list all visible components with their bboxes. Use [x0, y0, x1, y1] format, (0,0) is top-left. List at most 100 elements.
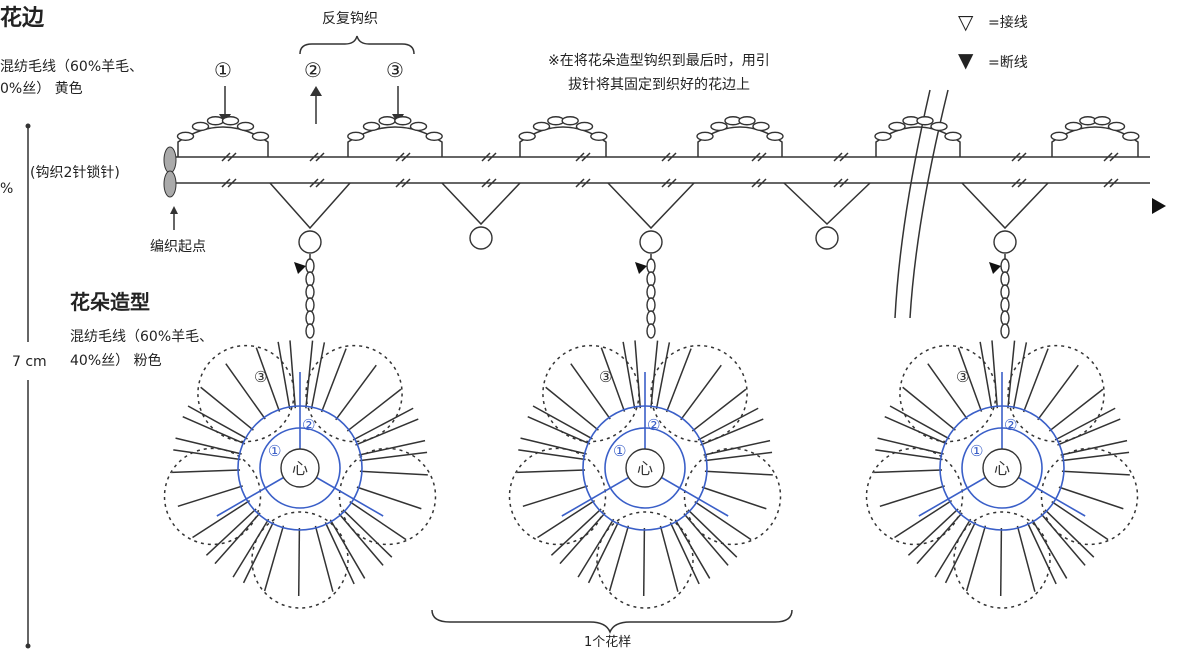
flower-round-1-label: ①	[268, 442, 281, 460]
petal-stitch	[704, 470, 773, 476]
chain-stitch	[1107, 121, 1126, 132]
petal-stitch	[683, 513, 729, 566]
edging-pct-fragment: %	[0, 181, 14, 197]
petal-stitch	[310, 342, 326, 410]
stitch-slash	[221, 178, 231, 188]
petal-stitch	[680, 364, 722, 421]
flower-petal	[865, 447, 964, 546]
petal-stitch	[991, 340, 999, 409]
edging-title: 花边	[0, 6, 45, 31]
chain-stitch	[1000, 323, 1010, 339]
petal-stitch	[701, 486, 767, 510]
chain-stitch	[347, 131, 365, 142]
petal-stitch	[1054, 407, 1116, 441]
flower-center	[280, 448, 320, 488]
cut-yarn-marker	[635, 262, 647, 274]
petal-stitch	[320, 348, 347, 413]
petal-stitch	[655, 342, 671, 410]
petal-stitch	[1061, 470, 1130, 476]
chain-stitch	[752, 121, 770, 132]
chain-stitch	[532, 121, 551, 132]
petal-stitch	[518, 449, 586, 461]
petal-stitch	[894, 499, 953, 539]
petal-stitch	[172, 469, 241, 474]
picot-ring	[469, 226, 493, 250]
petal-stitch	[527, 416, 591, 445]
petal-stitch	[1044, 509, 1095, 558]
flower-yarn-line2: 40%丝） 粉色	[70, 353, 162, 369]
cut-yarn-marker	[294, 262, 306, 274]
stitch-slash	[833, 152, 843, 162]
petal-stitch	[263, 525, 285, 592]
chain-stitch	[930, 121, 948, 132]
flower-petal	[163, 447, 262, 546]
petal-stitch	[349, 500, 407, 541]
petal-stitch	[517, 469, 586, 474]
flower-center-label: 心	[292, 459, 308, 478]
petal-stitch	[1007, 340, 1016, 409]
chain-stitch	[305, 271, 315, 287]
height-dimension-label: 7 cm	[12, 354, 47, 370]
stitch-slash	[839, 178, 849, 188]
chain-stitch	[575, 121, 594, 132]
stitch-slash	[661, 178, 671, 188]
petal-stitch	[875, 449, 943, 461]
petal-stitch	[1037, 364, 1079, 421]
static-marks	[25, 35, 1166, 649]
chain-stitch	[518, 131, 536, 142]
petal-stitch	[1040, 513, 1086, 566]
stitch-slash	[1011, 152, 1021, 162]
flower-round-3-label: ③	[956, 368, 969, 386]
petal-stitch	[704, 451, 773, 462]
chain-stitch	[1000, 284, 1010, 300]
petal-stitch	[965, 525, 987, 592]
petal-stitch	[907, 508, 959, 556]
edging-arch	[1051, 126, 1139, 157]
chain-stitch	[378, 116, 396, 126]
edging-step-2: ②	[304, 58, 322, 82]
petal-stitch	[1048, 388, 1104, 432]
stitch-slash	[667, 152, 677, 162]
petal-stitch	[342, 509, 393, 558]
petal-stitch	[999, 527, 1003, 597]
chain-stitch	[236, 121, 255, 132]
flower-petal	[899, 344, 997, 443]
stitch-slash	[757, 152, 767, 162]
petal-stitch	[550, 508, 602, 556]
petal-stitch	[329, 519, 366, 579]
petal-stitch	[927, 363, 968, 420]
stitch-slash	[1109, 152, 1119, 162]
petal-stitch	[346, 388, 402, 432]
chain-stitch	[1000, 297, 1010, 313]
height-dimension-end	[25, 643, 31, 649]
edging-drop	[441, 182, 521, 226]
stitch-slash	[751, 178, 761, 188]
petal-stitch	[359, 451, 428, 462]
chain-stitch	[176, 131, 195, 142]
petal-stitch	[355, 418, 419, 446]
petal-stitch	[691, 388, 747, 432]
chain-stitch	[646, 258, 656, 274]
picot-ring	[815, 226, 839, 250]
picot-ring	[993, 230, 1017, 254]
petal-stitch	[634, 340, 642, 409]
petal-stitch	[902, 386, 956, 431]
petal-stitch	[242, 521, 275, 584]
note-line1: ※在将花朵造型钩织到最后时，用引	[548, 53, 770, 69]
petal-stitch	[600, 347, 626, 412]
chain-stitch	[1064, 121, 1083, 132]
petal-stitch	[356, 486, 422, 510]
pattern-repeat-brace	[431, 609, 793, 635]
repeat-bracket	[299, 35, 415, 55]
flower-round-1-label: ①	[970, 442, 983, 460]
petal-stitch	[205, 508, 257, 556]
petal-stitch	[187, 405, 248, 440]
chain-stitch	[710, 121, 728, 132]
chain-stitch	[696, 131, 714, 142]
chain-stitch	[409, 121, 428, 132]
chain-stitch	[425, 131, 443, 142]
petal-stitch	[352, 407, 414, 441]
petal-stitch	[1026, 522, 1057, 585]
flower-center-label: 心	[637, 459, 653, 478]
